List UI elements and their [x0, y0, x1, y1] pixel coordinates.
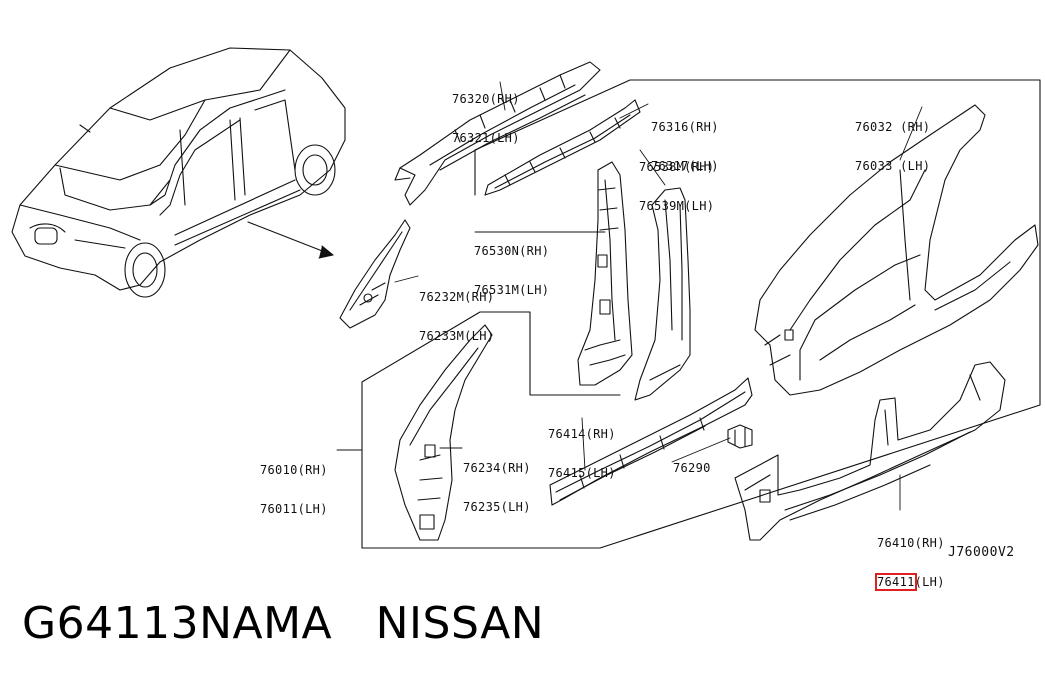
label-76010: 76010(RH) 76011(LH): [260, 438, 328, 529]
label-rh: 76410(RH): [877, 536, 945, 550]
label-lh: 76415(LH): [548, 466, 616, 480]
label-rh: 76538M(RH): [639, 160, 715, 174]
label-lh: 76317(LH): [651, 159, 719, 173]
label-76410: 76410(RH) 76411(LH): [875, 511, 945, 602]
label-rh: 76032 (RH): [855, 120, 931, 134]
part-front-pillar-lower: [394, 324, 493, 541]
label-lh: 76011(LH): [260, 502, 328, 516]
label-lh-row: 76411(LH): [875, 573, 945, 591]
label-lh: 76321(LH): [452, 131, 520, 145]
assembly-frame: [361, 79, 1041, 549]
label-rh: 76316(RH): [651, 120, 719, 134]
label-rh: 76530N(RH): [474, 244, 550, 258]
label-76032: 76032 (RH) 76033 (LH): [855, 95, 930, 186]
label-lh: 76531M(LH): [474, 283, 550, 297]
pointer-arrow: [247, 221, 334, 259]
label-rh: 76414(RH): [548, 427, 616, 441]
part-center-pillar-outer: [634, 187, 691, 401]
label-rh: 76320(RH): [452, 92, 520, 106]
car-illustration: [11, 47, 346, 298]
brand-name: NISSAN: [375, 598, 545, 649]
label-76414: 76414(RH) 76415(LH): [548, 402, 616, 493]
part-center-pillar-inner: [577, 161, 633, 386]
part-sill-outer: [734, 361, 1006, 541]
label-76232: 76232M(RH) 76233M(LH): [419, 265, 494, 356]
label-76530: 76530N(RH) 76531M(LH): [474, 219, 549, 310]
label-76234: 76234(RH) 76235(LH): [463, 436, 531, 527]
leader-lines: [336, 81, 923, 511]
label-lh: 76033 (LH): [855, 159, 931, 173]
label-76320: 76320(RH) 76321(LH): [452, 67, 520, 158]
label-rh: 76234(RH): [463, 461, 531, 475]
label-lh: 76539M(LH): [639, 199, 715, 213]
label-rh: 76010(RH): [260, 463, 328, 477]
label-rh: 76232M(RH): [419, 290, 495, 304]
label-lh: 76235(LH): [463, 500, 531, 514]
label-76538: 76538M(RH) 76539M(LH): [639, 135, 714, 226]
label-76290: 76290: [673, 461, 711, 475]
part-body-side-outer: [754, 104, 1039, 396]
part-front-pillar-upper: [339, 219, 411, 329]
part-roof-rail-inner: [484, 99, 641, 196]
label-76316: 76316(RH) 76317(LH): [651, 95, 719, 186]
part-number: G64113NAMA: [22, 598, 333, 649]
highlighted-part-number[interactable]: 76411: [875, 573, 917, 591]
label-lh-suffix: (LH): [914, 575, 945, 589]
footer-title: G64113NAMA NISSAN: [22, 598, 544, 649]
diagram-code: J76000V2: [948, 545, 1015, 560]
label-lh: 76233M(LH): [419, 329, 495, 343]
part-sill-inner: [549, 377, 753, 506]
part-roof-rail-outer: [394, 61, 601, 206]
part-bracket: [727, 424, 753, 449]
